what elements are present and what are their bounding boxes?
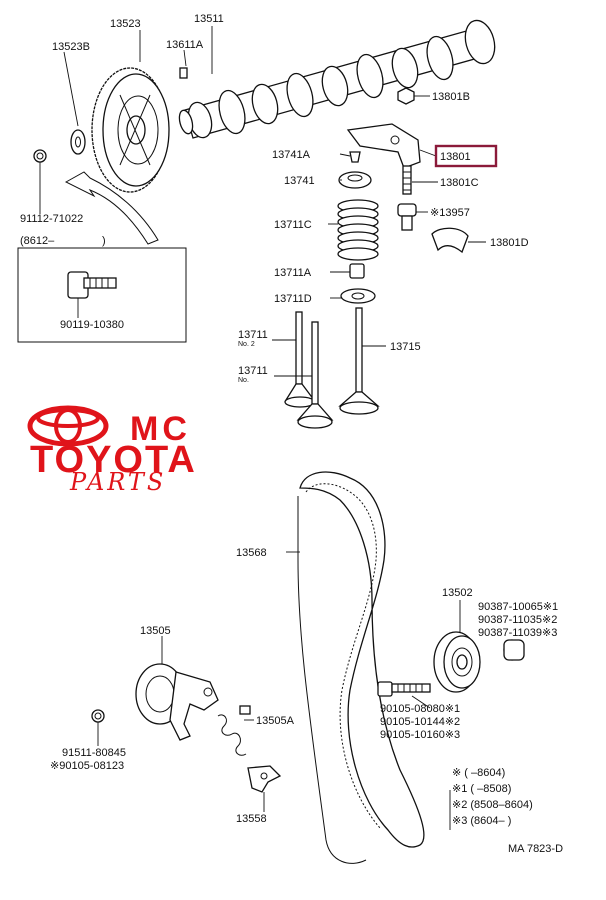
lash-adjuster[interactable] — [397, 203, 417, 231]
brand-name: TOYOTA — [30, 439, 197, 481]
label-13711-no1-sub: No. — [238, 377, 249, 384]
label-13511: 13511 — [194, 13, 224, 25]
label-90105d: ※90105-08123 — [50, 760, 124, 772]
label-13711-no2: 13711 — [238, 329, 268, 341]
tensioner[interactable] — [135, 663, 219, 741]
exhaust-valve-no2[interactable] — [284, 311, 316, 408]
spring-bracket[interactable] — [247, 765, 282, 793]
label-13711A: 13711A — [274, 267, 312, 279]
label-13801C: 13801C — [440, 177, 479, 189]
pulley-washer[interactable] — [70, 129, 86, 155]
inset-box — [17, 247, 187, 343]
brand-sub: PARTS — [69, 468, 166, 496]
label-13523: 13523 — [110, 18, 141, 30]
idler-spacer[interactable] — [503, 639, 525, 661]
label-90387c: 90387-11039※3 — [478, 627, 557, 639]
pulley-bolt[interactable] — [33, 149, 47, 163]
label-13502: 13502 — [442, 587, 473, 599]
camshaft[interactable] — [177, 17, 499, 140]
rocker-nut[interactable] — [397, 87, 415, 105]
label-13611A: 13611A — [166, 39, 204, 51]
label-13711D: 13711D — [274, 293, 312, 305]
direction-arrow — [64, 171, 159, 245]
label-13568: 13568 — [236, 547, 267, 559]
label-90387b: 90387-11035※2 — [478, 614, 557, 626]
tensioner-spring[interactable] — [217, 705, 251, 756]
label-13741: 13741 — [284, 175, 315, 187]
label-13801B: 13801B — [432, 91, 470, 103]
rocker-arm[interactable] — [346, 123, 421, 169]
label-90105b: 90105-10144※2 — [380, 716, 460, 728]
label-8612-close: ) — [102, 235, 106, 247]
label-13741A: 13741A — [272, 149, 311, 161]
highlight-box — [434, 144, 498, 168]
label-13957: ※13957 — [430, 207, 470, 219]
camshaft-pulley[interactable] — [91, 67, 170, 193]
label-90105a: 90105-08080※1 — [380, 703, 460, 715]
label-90105c: 90105-10160※3 — [380, 729, 460, 741]
spring-retainer[interactable] — [338, 171, 372, 189]
legend-line-3: ※2 (8508–8604) — [452, 799, 533, 811]
label-13711-no1: 13711 — [238, 365, 268, 377]
adjusting-screw[interactable] — [402, 165, 412, 195]
label-90387a: 90387-10065※1 — [478, 601, 558, 613]
legend-line-1: ※ ( –8604) — [452, 767, 505, 779]
label-13505A: 13505A — [256, 715, 295, 727]
label-90119: 90119-10380 — [60, 319, 124, 331]
label-91511: 91511-80845 — [62, 747, 126, 759]
label-13711C: 13711C — [274, 219, 312, 231]
label-13523B: 13523B — [52, 41, 90, 53]
legend-line-4: ※3 (8604– ) — [452, 815, 511, 827]
exhaust-valve-no1[interactable] — [296, 321, 334, 429]
diagram-code: MA 7823-D — [508, 843, 563, 855]
label-13558: 13558 — [236, 813, 267, 825]
valve-stem-seal[interactable] — [349, 263, 365, 279]
idler-pulley[interactable] — [433, 631, 481, 693]
idler-bolt[interactable] — [377, 681, 431, 697]
label-13801D: 13801D — [490, 237, 529, 249]
tensioner-bolt[interactable] — [91, 709, 105, 723]
label-13801: 13801 — [440, 151, 471, 163]
inset-bolt[interactable] — [67, 271, 117, 299]
label-8612: (8612– — [20, 235, 55, 247]
valve-cotter[interactable] — [349, 151, 361, 163]
label-13505: 13505 — [140, 625, 171, 637]
legend-line-2: ※1 ( –8508) — [452, 783, 511, 795]
label-91112: 91112-71022 — [20, 213, 83, 225]
camshaft-pin[interactable] — [179, 67, 188, 79]
brand-mark: MC — [130, 410, 191, 448]
valve-spring[interactable] — [337, 199, 379, 261]
toyota-logo — [27, 405, 109, 447]
intake-valve[interactable] — [338, 307, 380, 415]
label-13715: 13715 — [390, 341, 421, 353]
label-13711-no2-sub: No. 2 — [238, 341, 255, 348]
spring-seat[interactable] — [340, 288, 376, 304]
rocker-clip[interactable] — [431, 227, 469, 254]
leader-lines — [39, 26, 486, 830]
timing-belt[interactable] — [297, 471, 425, 864]
